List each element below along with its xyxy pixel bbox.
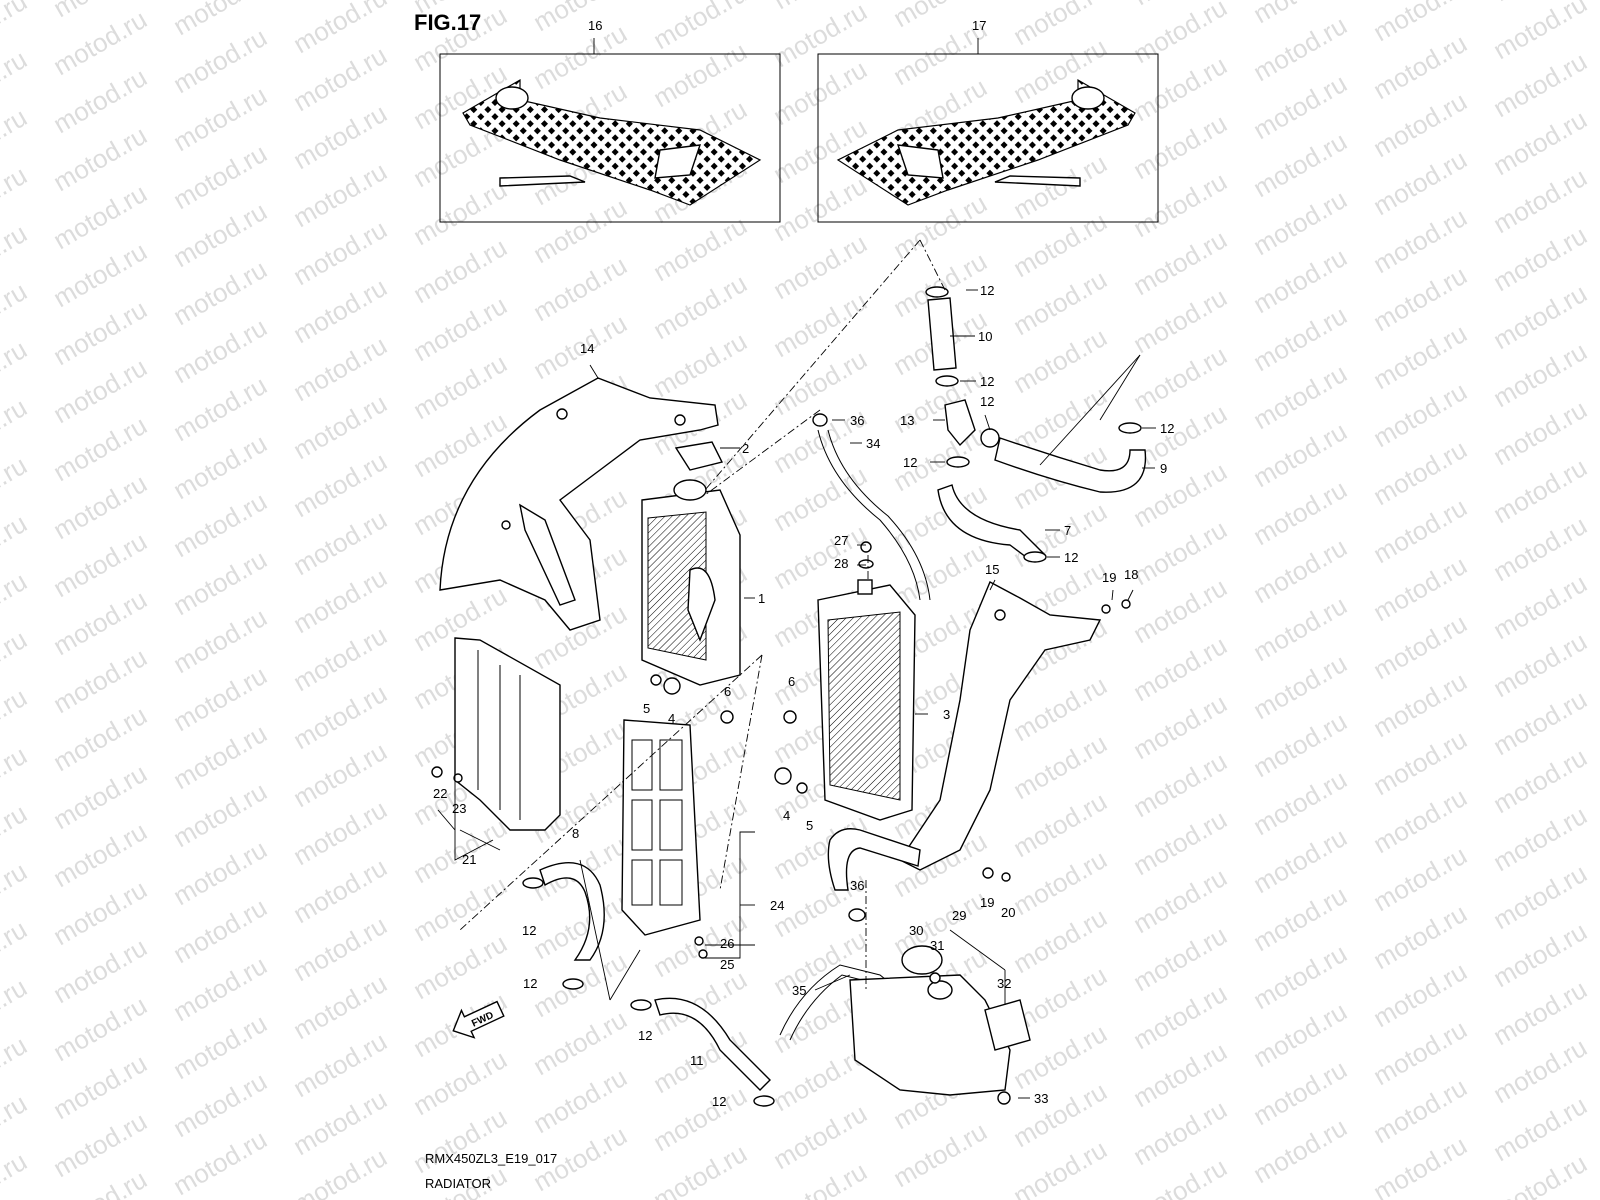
callout-27: 27 xyxy=(834,533,848,548)
callout-36a: 36 xyxy=(850,413,864,428)
callout-12d: 12 xyxy=(1160,421,1174,436)
callout-21: 21 xyxy=(462,852,476,867)
callout-5b: 5 xyxy=(806,818,813,833)
callout-4a: 4 xyxy=(668,711,675,726)
figure-title: FIG.17 xyxy=(414,10,481,35)
callout-16: 16 xyxy=(588,18,602,33)
callout-36b: 36 xyxy=(850,878,864,893)
callout-3: 3 xyxy=(943,707,950,722)
callout-5a: 5 xyxy=(643,701,650,716)
callout-12f: 12 xyxy=(1064,550,1078,565)
callout-26: 26 xyxy=(720,936,734,951)
callout-31: 31 xyxy=(930,938,944,953)
callout-12j: 12 xyxy=(712,1094,726,1109)
leader-lines xyxy=(437,239,1156,1099)
callout-14: 14 xyxy=(580,341,594,356)
shroud-right-15 xyxy=(898,581,1102,871)
callout-1: 1 xyxy=(758,591,765,606)
callout-12b: 12 xyxy=(980,374,994,389)
section-caption: RADIATOR xyxy=(425,1176,491,1191)
callout-35: 35 xyxy=(792,983,806,998)
guard-24 xyxy=(621,719,701,936)
callout-30: 30 xyxy=(909,923,923,938)
callout-12i: 12 xyxy=(638,1028,652,1043)
callout-2: 2 xyxy=(742,441,749,456)
callout-19b: 19 xyxy=(980,895,994,910)
callout-34: 34 xyxy=(866,436,880,451)
callout-17: 17 xyxy=(972,18,986,33)
reservoir-tank-29 xyxy=(849,945,1031,1096)
callout-23: 23 xyxy=(452,801,466,816)
callout-32: 32 xyxy=(997,976,1011,991)
callout-9: 9 xyxy=(1160,461,1167,476)
decal-box-17 xyxy=(817,38,1159,223)
watermark-text: motod.ru xyxy=(0,1146,32,1200)
gasket-2 xyxy=(674,441,724,471)
callout-33: 33 xyxy=(1034,1091,1048,1106)
radiator-left-1 xyxy=(641,479,741,686)
callout-12h: 12 xyxy=(523,976,537,991)
radiator-right-3 xyxy=(817,579,916,821)
callout-13: 13 xyxy=(900,413,914,428)
louver-left-21 xyxy=(454,637,561,831)
decal-box-16 xyxy=(439,38,781,223)
callout-15: 15 xyxy=(985,562,999,577)
callout-18: 18 xyxy=(1124,567,1138,582)
callout-4b: 4 xyxy=(783,808,790,823)
fasteners xyxy=(431,286,1142,1107)
model-code-caption: RMX450ZL3_E19_017 xyxy=(425,1151,557,1166)
callout-24: 24 xyxy=(770,898,784,913)
callout-20: 20 xyxy=(1001,905,1015,920)
callout-6b: 6 xyxy=(788,674,795,689)
tank-cap-30 xyxy=(901,945,943,975)
pad-32 xyxy=(984,999,1031,1051)
shroud-left-14 xyxy=(439,377,719,631)
callout-8: 8 xyxy=(572,826,579,841)
callout-29: 29 xyxy=(952,908,966,923)
hoses xyxy=(539,297,1147,1091)
callout-12c: 12 xyxy=(980,394,994,409)
callout-12e: 12 xyxy=(903,455,917,470)
callout-28: 28 xyxy=(834,556,848,571)
callout-11: 11 xyxy=(690,1053,704,1068)
callout-12a: 12 xyxy=(980,283,994,298)
callout-7: 7 xyxy=(1064,523,1071,538)
callout-6a: 6 xyxy=(724,684,731,699)
callout-12g: 12 xyxy=(522,923,536,938)
callout-layer: 16 17 14 2 1 3 12 10 12 12 13 12 12 9 7 … xyxy=(433,18,1174,1109)
callout-22: 22 xyxy=(433,786,447,801)
callout-10: 10 xyxy=(978,329,992,344)
callout-25: 25 xyxy=(720,957,734,972)
callout-19a: 19 xyxy=(1102,570,1116,585)
